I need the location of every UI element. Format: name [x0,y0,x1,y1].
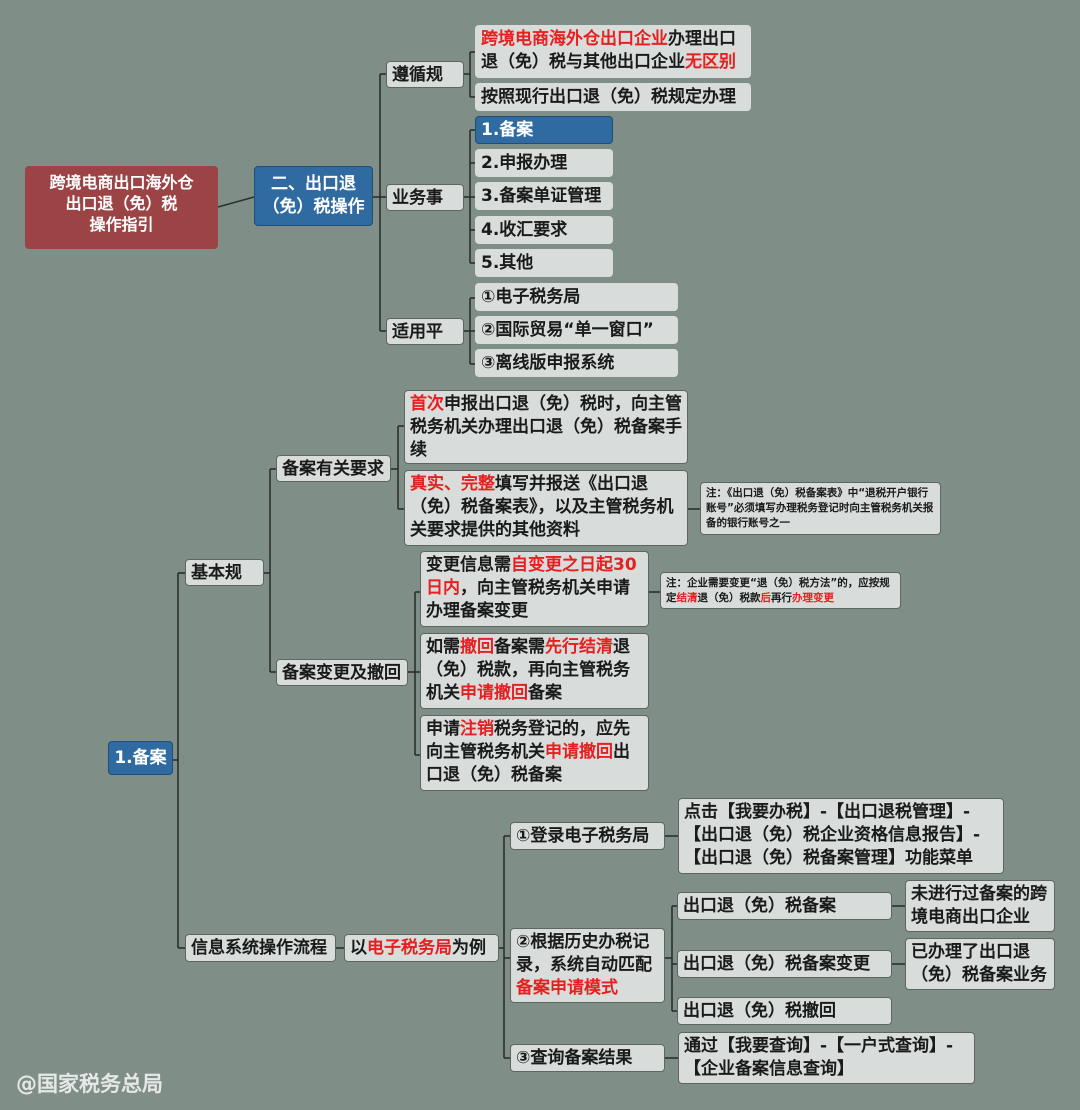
change-1-text-b: ，向主管税务机关申请办理备案变更 [426,578,630,621]
change-note: 注：企业需要变更“退（免）税方法”的，应按规定结清退（免）税款后再行办理变更 [660,572,901,609]
mode-filing[interactable]: 出口退（免）税备案 [677,892,892,920]
requirement-item-1[interactable]: 首次申报出口退（免）税时，向主管税务机关办理出口退（免）税备案手续 [404,390,688,464]
root-line-2: 出口退（免）税 [65,194,178,213]
mode-filing-note: 未进行过备案的跨境电商出口企业 [905,880,1055,932]
withdraw-highlight-2: 先行结清 [545,637,613,657]
follow-rule-item-1[interactable]: 跨境电商海外仓出口企业办理出口退（免）税与其他出口企业无区别 [475,25,751,78]
root-line-3: 操作指引 [89,215,154,234]
auto-match-text: ②根据历史办税记录，系统自动匹配 [516,932,652,975]
withdraw-highlight-1: 撤回 [460,637,494,657]
cancel-text-a: 申请 [426,719,460,739]
step-query[interactable]: ③查询备案结果 [510,1044,665,1072]
withdraw-highlight-3: 申请撤回 [460,683,528,703]
filing-requirements-node[interactable]: 备案有关要求 [276,455,391,482]
platform-item-offline[interactable]: ③离线版申报系统 [475,349,678,377]
requirement-1-highlight: 首次 [410,394,444,414]
business-item-filing[interactable]: 1.备案 [475,116,613,144]
change-note-text-c: 再行 [771,592,792,604]
change-item-3[interactable]: 申请注销税务登记的，应先向主管税务机关申请撤回出口退（免）税备案 [420,715,649,791]
watermark: @国家税务总局 [16,1072,163,1096]
requirement-note: 注：《出口退（免）税备案表》中“退税开户银行账号”必须填写办理税务登记时向主管税… [700,482,941,535]
cancel-highlight-1: 注销 [460,719,494,739]
business-items-node[interactable]: 业务事项 [386,184,464,211]
withdraw-text-a: 如需 [426,637,460,657]
etax-example-node[interactable]: 以电子税务局为例 [344,934,499,962]
platform-item-single-window[interactable]: ②国际贸易“单一窗口” [475,316,678,344]
step-login[interactable]: ①登录电子税务局 [510,822,665,850]
business-item-other[interactable]: 5.其他 [475,249,613,277]
change-item-1[interactable]: 变更信息需自变更之日起30日内，向主管税务机关申请办理备案变更 [420,551,649,627]
requirement-item-2[interactable]: 真实、完整填写并报送《出口退（免）税备案表》，以及主管税务机关要求提供的其他资料 [404,470,688,546]
cancel-text-b: 税务登记的，应先向主管税务机关 [426,719,630,762]
platform-item-etax[interactable]: ①电子税务局 [475,283,678,311]
requirement-1-text: 申报出口退（免）税时，向主管税务机关办理出口退（免）税备案手续 [410,394,682,460]
mode-change-note: 已办理了出口退（免）税备案业务 [905,938,1055,990]
change-note-highlight-2: 后 [760,592,772,604]
change-note-highlight-1: 结清 [676,592,698,604]
step-login-detail[interactable]: 点击【我要办税】-【出口退税管理】-【出口退（免）税企业资格信息报告】-【出口退… [678,798,1004,874]
root-node[interactable]: 跨境电商出口海外仓 出口退（免）税 操作指引 [25,166,218,249]
withdraw-text-c: 退（免）税款，再向主管税务机关 [426,637,630,703]
cancel-highlight-2: 申请撤回 [545,742,613,762]
filing-change-node[interactable]: 备案变更及撤回 [276,659,408,686]
follow-rule-highlight: 跨境电商海外仓出口企业 [481,29,668,49]
mode-withdraw[interactable]: 出口退（免）税撤回 [677,997,892,1025]
follow-rules-node[interactable]: 遵循规定 [386,61,464,88]
step-query-detail[interactable]: 通过【我要查询】-【一户式查询】-【企业备案信息查询】 [678,1032,975,1084]
mode-filing-change[interactable]: 出口退（免）税备案变更 [677,950,892,978]
follow-rule-highlight-2: 无区别 [685,52,736,72]
change-1-highlight: 自变更之日起30日内 [426,555,637,598]
requirement-2-highlight: 真实、完整 [410,474,495,494]
root-line-1: 跨境电商出口海外仓 [49,173,194,192]
section-export-refund-node[interactable]: 二、出口退 （免）税操作 [254,166,373,226]
business-item-declaration[interactable]: 2.申报办理 [475,149,613,177]
example-text-a: 以 [350,938,367,958]
change-item-2[interactable]: 如需撤回备案需先行结清退（免）税款，再向主管税务机关申请撤回备案 [420,633,649,709]
business-item-document-management[interactable]: 3.备案单证管理 [475,182,613,210]
follow-rule-item-2[interactable]: 按照现行出口退（免）税规定办理 [475,83,751,111]
section-line-2: （免）税操作 [262,197,365,217]
change-note-text-b: 退（免）税款 [697,592,761,604]
cancel-text-c: 出口退（免）税备案 [426,742,630,785]
requirement-2-text: 填写并报送《出口退（免）税备案表》，以及主管税务机关要求提供的其他资料 [410,474,674,540]
change-note-text-a: 注：企业需要变更“退（免）税方法”的，应按规定 [666,577,890,604]
section-line-1: 二、出口退 [271,174,356,194]
withdraw-text-d: 备案 [528,683,562,703]
step-auto-match[interactable]: ②根据历史办税记录，系统自动匹配备案申请模式 [510,928,665,1003]
basic-rules-node[interactable]: 基本规定 [185,559,264,586]
platform-node[interactable]: 适用平台 [386,318,464,345]
change-note-highlight-3: 办理变更 [792,592,834,604]
system-flow-node[interactable]: 信息系统操作流程 [185,934,336,962]
change-1-text-a: 变更信息需 [426,555,511,575]
example-text-b: 为例 [452,938,486,958]
business-item-forex[interactable]: 4.收汇要求 [475,216,613,244]
withdraw-text-b: 备案需 [494,637,545,657]
example-highlight: 电子税务局 [367,938,452,958]
follow-rule-text: 办理出口退（免）税与其他出口企业 [481,29,736,72]
filing-node[interactable]: 1.备案 [108,741,173,775]
auto-match-highlight: 备案申请模式 [516,978,618,998]
